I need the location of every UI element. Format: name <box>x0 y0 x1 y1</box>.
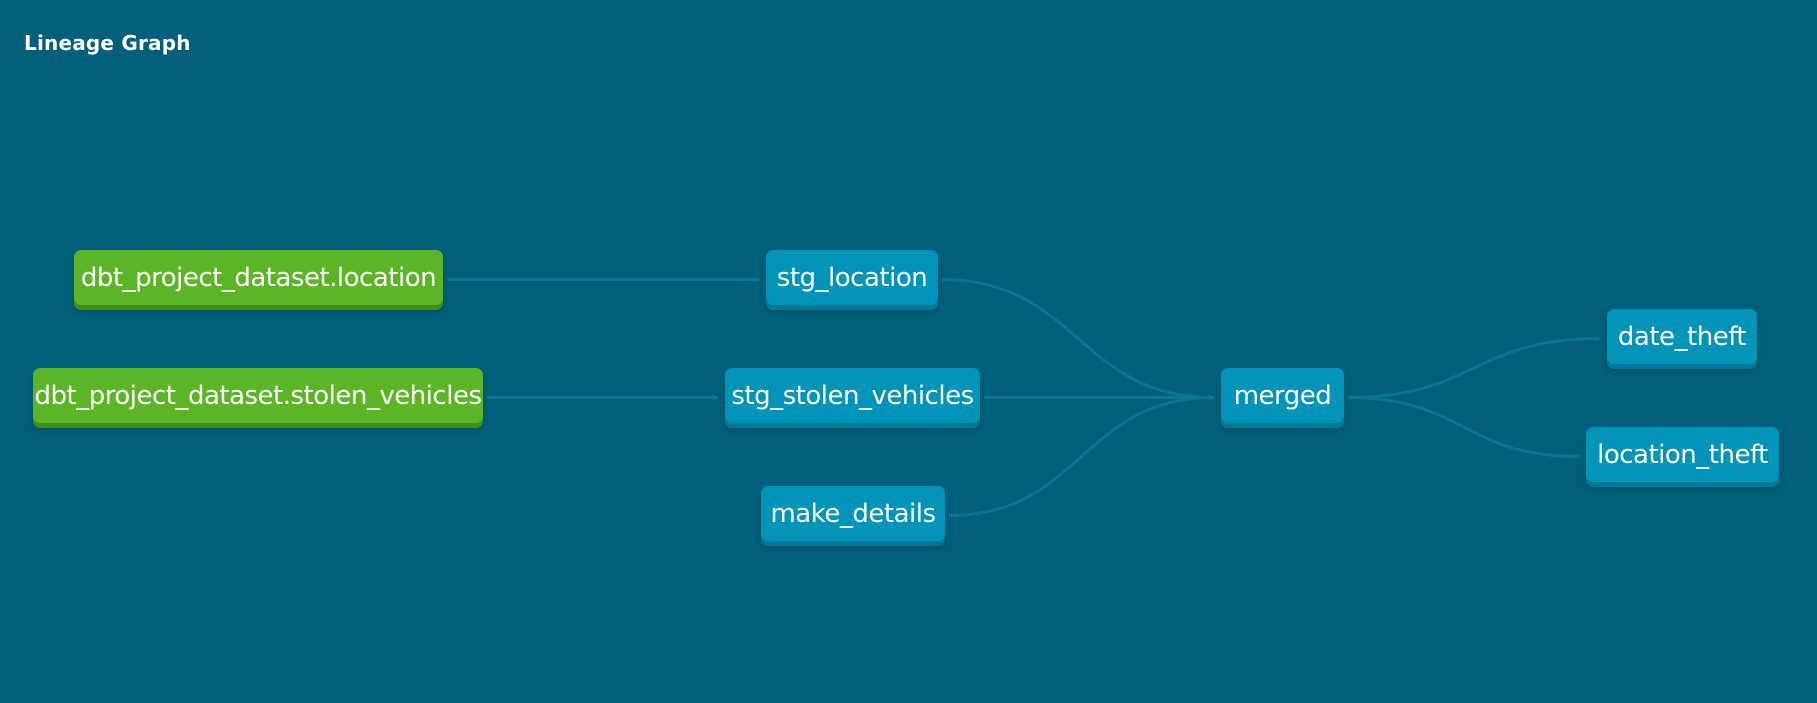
node-location-theft[interactable]: location_theft <box>1586 427 1779 482</box>
page-title: Lineage Graph <box>24 31 191 55</box>
edge-stg_location-to-merged <box>941 278 1215 401</box>
edge-merged-to-date_theft <box>1347 335 1601 399</box>
edge-make_details-to-merged <box>948 394 1215 517</box>
node-dbt-project-dataset-location[interactable]: dbt_project_dataset.location <box>74 250 443 305</box>
node-date-theft[interactable]: date_theft <box>1607 309 1757 364</box>
node-merged[interactable]: merged <box>1221 368 1344 423</box>
node-dbt-project-dataset-stolen-vehicles[interactable]: dbt_project_dataset.stolen_vehicles <box>33 368 483 423</box>
node-stg-stolen-vehicles[interactable]: stg_stolen_vehicles <box>725 368 980 423</box>
node-make-details[interactable]: make_details <box>761 486 945 541</box>
node-stg-location[interactable]: stg_location <box>766 250 938 305</box>
edge-merged-to-location_theft <box>1347 396 1580 460</box>
